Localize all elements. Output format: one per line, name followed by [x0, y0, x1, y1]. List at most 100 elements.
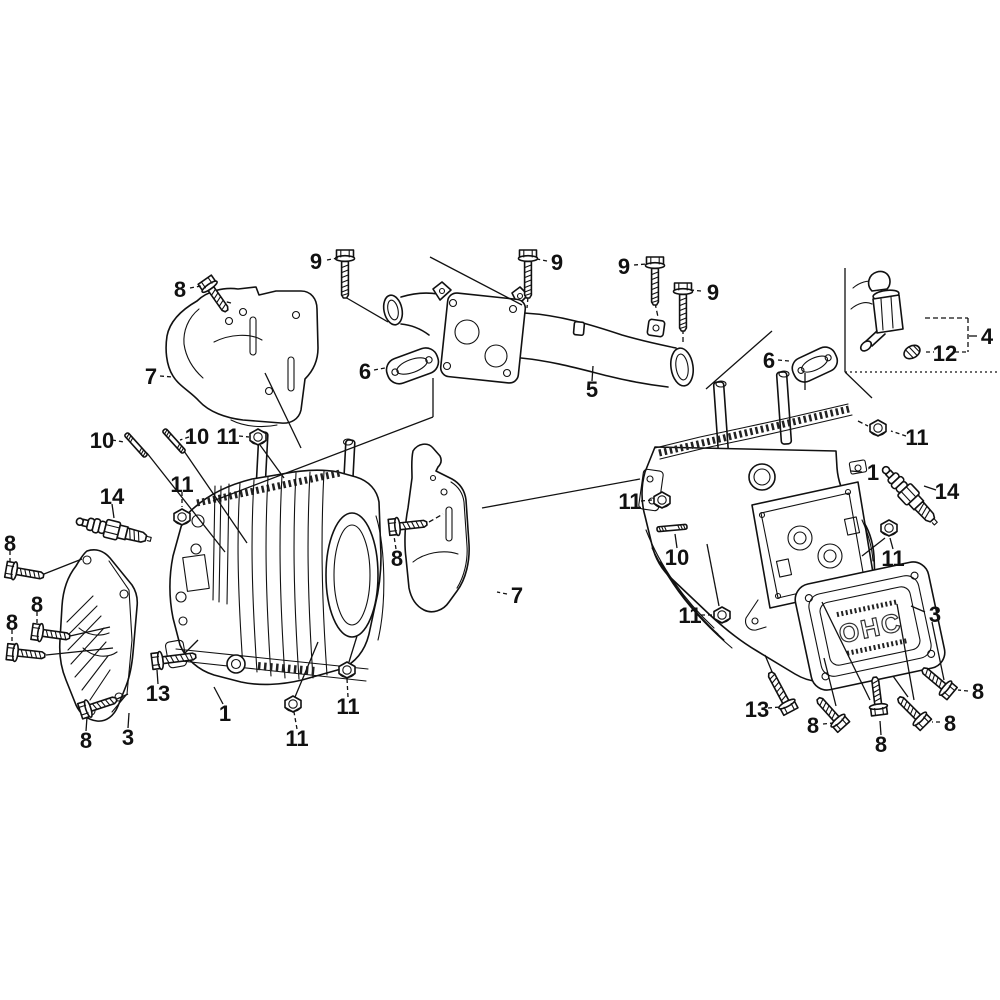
callout-11: 11	[216, 424, 239, 449]
leader-line	[536, 258, 548, 262]
construction-line	[429, 256, 523, 306]
breather-valve-detail	[872, 294, 904, 334]
callout-12: 12	[933, 341, 957, 366]
flange-nut-icon	[653, 491, 671, 509]
pipe-gasket-left	[385, 347, 440, 385]
cylinder-head-right-detail	[844, 488, 852, 496]
cylinder-head-right-detail	[753, 468, 771, 486]
cylinder-head-right-detail	[748, 463, 776, 491]
exhaust-pipe-detail	[484, 344, 508, 368]
exhaust-pipe-detail	[438, 287, 446, 295]
callout-7: 7	[145, 364, 157, 389]
cylinder-head-right-detail	[715, 380, 727, 388]
exhaust-pipe	[382, 281, 695, 388]
breather-valve-detail	[867, 270, 891, 292]
heat-shield-left-detail	[230, 419, 278, 428]
leader-line	[111, 503, 115, 519]
exhaust-pipe-detail	[454, 319, 480, 345]
exhaust-pipe-detail	[516, 292, 524, 300]
construction-line	[212, 416, 434, 502]
construction-line	[821, 601, 871, 701]
pipe-gasket-right-detail	[824, 354, 832, 362]
cylinder-head-right-detail	[861, 519, 874, 562]
leader-line	[591, 365, 594, 382]
callout-8: 8	[6, 610, 18, 635]
construction-line	[43, 558, 83, 575]
construction-line	[184, 639, 199, 654]
callout-10: 10	[185, 424, 209, 449]
callout-11: 11	[881, 546, 904, 571]
pipe-gasket-left-detail	[425, 356, 433, 364]
heat-shield-left-detail	[291, 310, 301, 320]
cylinder-head-right-detail	[645, 529, 733, 649]
callout-4: 4	[981, 324, 994, 349]
leader-line	[690, 289, 702, 292]
callout-14: 14	[100, 484, 125, 509]
exhaust-pipe-detail	[439, 292, 527, 384]
leader-line	[326, 257, 339, 261]
exhaust-pipe-detail	[572, 320, 586, 337]
cylinder-head-left	[164, 430, 385, 686]
heat-shield-middle-detail	[412, 551, 459, 563]
leader-line	[640, 499, 653, 502]
callout-11: 11	[170, 472, 193, 497]
leader-line	[127, 712, 130, 729]
leader-line	[767, 706, 781, 709]
leader-line	[238, 435, 250, 438]
flange-nut-icon	[869, 419, 887, 437]
bolt-short-icon	[916, 661, 959, 702]
heat-shield-middle-detail	[450, 481, 468, 589]
cylinder-head-left-detail	[190, 543, 202, 555]
callout-11: 11	[285, 726, 308, 751]
flange-nut-icon	[249, 428, 267, 446]
leader-line	[674, 533, 678, 549]
cylinder-head-left-detail	[171, 648, 369, 682]
construction-line	[931, 621, 945, 681]
callout-5: 5	[586, 377, 598, 402]
construction-line	[823, 657, 837, 707]
breather-valve-detail	[880, 296, 894, 331]
head-cover-left-detail	[78, 627, 118, 657]
heat-shield-middle-detail	[440, 488, 448, 496]
leader-line	[213, 686, 224, 705]
heat-shield-left-detail	[213, 334, 263, 343]
cylinder-head-right-detail	[774, 592, 782, 600]
exhaust-pipe-detail	[502, 368, 512, 378]
leader-line	[889, 537, 894, 550]
exhaust-pipe-detail	[448, 298, 458, 308]
cylinder-head-right-detail	[758, 511, 766, 519]
head-cover-right-detail	[794, 561, 946, 691]
callout-9: 9	[707, 280, 719, 305]
construction-line	[294, 641, 319, 698]
leader-line	[957, 689, 969, 692]
leader-line	[879, 720, 882, 736]
cylinder-head-left-detail	[321, 470, 328, 676]
callout-11: 11	[618, 489, 641, 514]
breather-valve-detail	[859, 340, 873, 352]
cylinder-head-right-detail	[843, 516, 861, 536]
construction-line	[69, 626, 111, 637]
pipe-gasket-right-detail	[791, 346, 839, 383]
callout-8: 8	[391, 546, 403, 571]
callout-13: 13	[146, 681, 170, 706]
leader-lines-layer	[9, 257, 977, 736]
cylinder-head-left-detail	[333, 524, 371, 626]
construction-line	[259, 444, 285, 479]
construction-line	[428, 513, 444, 523]
cylinder-head-left-detail	[226, 654, 246, 674]
bolt-short-icon	[891, 690, 933, 732]
cylinder-head-right-detail	[646, 475, 654, 483]
exhaust-pipe-detail	[432, 281, 452, 301]
leader-line	[293, 711, 298, 730]
construction-line	[116, 693, 129, 700]
leader-line	[777, 359, 790, 362]
exhaust-pipe-detail	[382, 294, 404, 326]
cylinder-head-left-detail	[265, 476, 272, 677]
callout-11: 11	[678, 603, 701, 628]
cylinder-head-left-detail	[307, 471, 314, 679]
cylinder-head-right-detail	[848, 459, 868, 475]
spark-plug-icon	[876, 460, 944, 531]
head-cover-right: OHC	[794, 561, 946, 691]
